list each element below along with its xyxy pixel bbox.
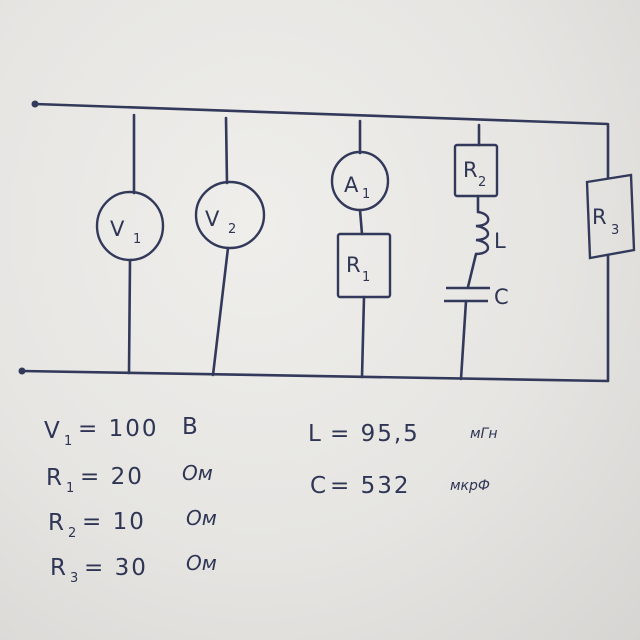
given-l: L = 95,5 мГн [308,421,498,447]
given-r2-value: = 10 [82,509,146,535]
r2-label: R [463,158,478,182]
given-r1: R 1 = 20 Ом [46,461,213,496]
given-c-symbol: C [310,473,328,499]
r3-label: R [592,205,607,229]
r1-label: R [346,253,361,277]
v1-label-sub: 1 [133,232,141,247]
given-v1-value: = 100 [78,416,158,442]
given-r1-value: = 20 [80,464,144,490]
given-values-left: V 1 = 100 B R 1 = 20 Ом R 2 = 10 Ом R 3 … [44,414,217,586]
bottom-rail [18,254,610,383]
r2-label-sub: 2 [478,175,486,190]
given-v1: V 1 = 100 B [44,414,200,449]
v2-label: V [205,207,220,231]
given-v1-symbol: V [44,418,62,444]
given-values-right: L = 95,5 мГн C = 532 мкрФ [308,421,498,499]
resistor-r3 [585,173,636,260]
r3-label-sub: 3 [611,223,619,238]
given-l-value: = 95,5 [330,421,420,447]
v1-label: V [110,217,125,241]
top-rail [31,100,610,180]
given-r3-sub: 3 [70,571,78,586]
inductor-l [475,210,490,256]
r3-branch: R 3 [585,173,636,260]
a1-label-sub: 1 [362,187,370,202]
given-r1-sub: 1 [66,481,74,496]
given-r3-value: = 30 [84,555,148,581]
given-r2: R 2 = 10 Ом [48,506,217,541]
voltmeter-v2 [194,180,266,250]
given-r1-unit: Ом [182,461,213,485]
v2-label-sub: 2 [228,222,236,237]
a1-r1-branch: A 1 R 1 [330,119,392,379]
given-v1-sub: 1 [64,434,72,449]
given-r3-symbol: R [50,555,68,581]
given-r2-symbol: R [48,510,66,536]
a1-label: A [344,173,359,197]
given-r3-unit: Ом [186,551,217,575]
given-l-symbol: L [308,421,323,447]
v1-branch: V 1 [95,113,165,375]
given-l-unit: мГн [470,426,498,442]
voltmeter-v1 [95,190,165,262]
r2-l-c-branch: R 2 L C [444,123,509,381]
c-label: C [494,285,509,309]
given-c-unit: мкрФ [450,478,490,494]
v2-branch: V 2 [194,116,266,377]
given-r1-symbol: R [46,465,64,491]
l-label: L [494,229,506,253]
given-r2-sub: 2 [68,526,76,541]
given-c-value: = 532 [330,473,410,499]
ammeter-a1 [330,150,390,212]
resistor-r2 [453,143,499,198]
given-c: C = 532 мкрФ [310,473,490,499]
given-v1-unit: B [182,414,200,440]
r1-label-sub: 1 [362,270,370,285]
given-r2-unit: Ом [186,506,217,530]
given-r3: R 3 = 30 Ом [50,551,217,586]
